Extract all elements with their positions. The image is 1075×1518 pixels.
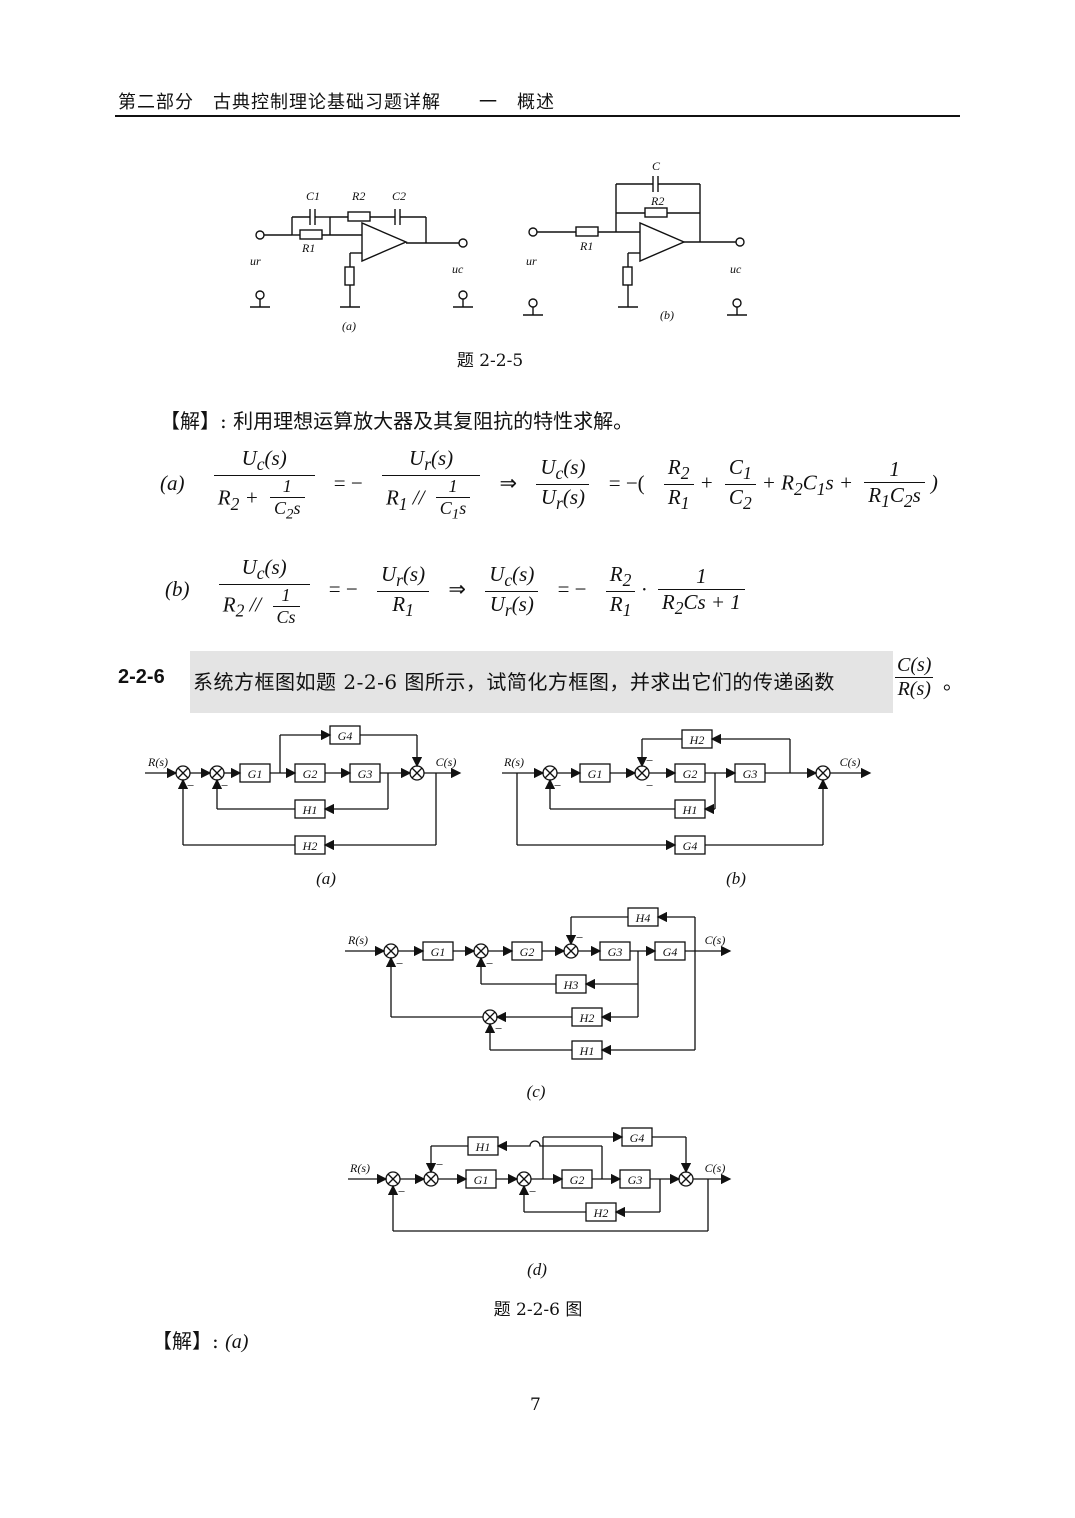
tf-numerator: C(s) xyxy=(895,654,934,678)
d-block-h2: H2 xyxy=(593,1206,609,1220)
b-block-g4: G4 xyxy=(683,839,698,853)
label-ur-a: ur xyxy=(250,254,261,268)
solution-2-tag: (a) xyxy=(225,1331,249,1353)
b-block-g2: G2 xyxy=(683,767,698,781)
label-c-b: C xyxy=(652,159,661,173)
svg-text:−: − xyxy=(576,930,583,945)
d-block-g1: G1 xyxy=(474,1173,489,1187)
tf-denominator: R(s) xyxy=(897,678,931,700)
a-output-label: C(s) xyxy=(436,755,457,769)
b-input-label: R(s) xyxy=(503,755,524,769)
solution-2-line: 【解】: (a) xyxy=(152,1325,248,1354)
a-block-g2: G2 xyxy=(303,767,318,781)
a-block-g1: G1 xyxy=(248,767,263,781)
problem-number: 2-2-6 xyxy=(118,666,165,688)
b-block-h2: H2 xyxy=(689,733,705,747)
a-block-h1: H1 xyxy=(302,803,318,817)
b-output-label: C(s) xyxy=(840,755,861,769)
svg-text:−: − xyxy=(495,1021,502,1036)
block-diagrams-ab: R(s) C(s) G1 G2 G3 G4 H1 H2 (a) R(s) C(s… xyxy=(145,725,872,888)
c-block-g3: G3 xyxy=(608,945,623,959)
svg-text:−: − xyxy=(486,956,493,971)
c-block-g4: G4 xyxy=(663,945,678,959)
label-uc-a: uc xyxy=(452,262,464,276)
label-c1-a: C1 xyxy=(306,189,320,203)
c-block-g2: G2 xyxy=(520,945,535,959)
svg-text:−: − xyxy=(396,956,403,971)
svg-text:−: − xyxy=(554,778,561,793)
d-output-label: C(s) xyxy=(705,1161,726,1175)
d-block-g2: G2 xyxy=(570,1173,585,1187)
svg-text:−: − xyxy=(436,1157,443,1172)
solution-1-text: 利用理想运算放大器及其复阻抗的特性求解。 xyxy=(233,409,634,433)
figure-225-caption: 题 2-2-5 xyxy=(456,351,524,371)
page-header: 第二部分 古典控制理论基础习题详解 一 概述 xyxy=(118,92,555,113)
problem-text: 系统方框图如题 2-2-6 图所示，试简化方框图，并求出它们的传递函数 xyxy=(193,670,835,694)
c-input-label: R(s) xyxy=(347,933,368,947)
label-c2-a: C2 xyxy=(392,189,406,203)
subfig-a-226: (a) xyxy=(316,869,336,888)
svg-text:−: − xyxy=(187,778,194,793)
d-block-g4: G4 xyxy=(630,1131,645,1145)
label-r2-a: R2 xyxy=(351,189,365,203)
label-r2-b: R2 xyxy=(650,194,664,208)
subfig-a-225: (a) xyxy=(342,319,356,333)
label-r1-a: R1 xyxy=(301,241,315,255)
a-block-g3: G3 xyxy=(358,767,373,781)
subfig-b-226: (b) xyxy=(726,869,746,888)
subfig-d-226: (d) xyxy=(527,1260,547,1279)
a-block-h2: H2 xyxy=(302,839,318,853)
svg-text:−: − xyxy=(221,778,228,793)
c-output-label: C(s) xyxy=(705,933,726,947)
c-block-h1: H1 xyxy=(579,1044,595,1058)
c-block-h4: H4 xyxy=(635,911,651,925)
problem-end: 。 xyxy=(943,670,963,694)
header-rule xyxy=(115,115,960,117)
c-block-g1: G1 xyxy=(431,945,446,959)
figure-226-caption: 题 2-2-6 图 xyxy=(493,1300,583,1320)
d-block-g3: G3 xyxy=(628,1173,643,1187)
svg-text:−: − xyxy=(646,778,653,793)
figure-225-circuits: C1 R2 C2 R1 ur uc (a) C R2 R1 ur uc (b) xyxy=(250,159,747,333)
b-block-g1: G1 xyxy=(588,767,603,781)
svg-text:−: − xyxy=(646,753,653,768)
c-block-h3: H3 xyxy=(563,978,579,992)
block-diagram-d: R(s) C(s) G1 G2 G3 G4 H1 H2 (d) − − − xyxy=(348,1127,732,1279)
problem-highlight xyxy=(190,651,893,713)
page-number: 7 xyxy=(530,1395,541,1415)
block-diagram-c: R(s) C(s) G1 G2 G3 G4 H1 H2 H3 H4 (c) − −… xyxy=(345,907,732,1101)
d-input-label: R(s) xyxy=(349,1161,370,1175)
a-block-g4: G4 xyxy=(338,729,353,743)
subfig-b-225: (b) xyxy=(660,308,674,322)
b-block-h1: H1 xyxy=(682,803,698,817)
solution-1-line: 【解】: 利用理想运算放大器及其复阻抗的特性求解。 xyxy=(160,405,633,434)
c-block-h2: H2 xyxy=(579,1011,595,1025)
a-input-label: R(s) xyxy=(147,755,168,769)
svg-text:−: − xyxy=(529,1184,536,1199)
label-ur-b: ur xyxy=(526,254,537,268)
solution-1-prefix: 【解】: xyxy=(160,409,227,433)
b-block-g3: G3 xyxy=(743,767,758,781)
label-r1-b: R1 xyxy=(579,239,593,253)
solution-2-prefix: 【解】: xyxy=(152,1329,219,1353)
problem-transfer-function: C(s) R(s) xyxy=(895,654,934,701)
label-uc-b: uc xyxy=(730,262,742,276)
d-block-h1: H1 xyxy=(475,1140,491,1154)
svg-text:−: − xyxy=(398,1184,405,1199)
subfig-c-226: (c) xyxy=(527,1082,546,1101)
